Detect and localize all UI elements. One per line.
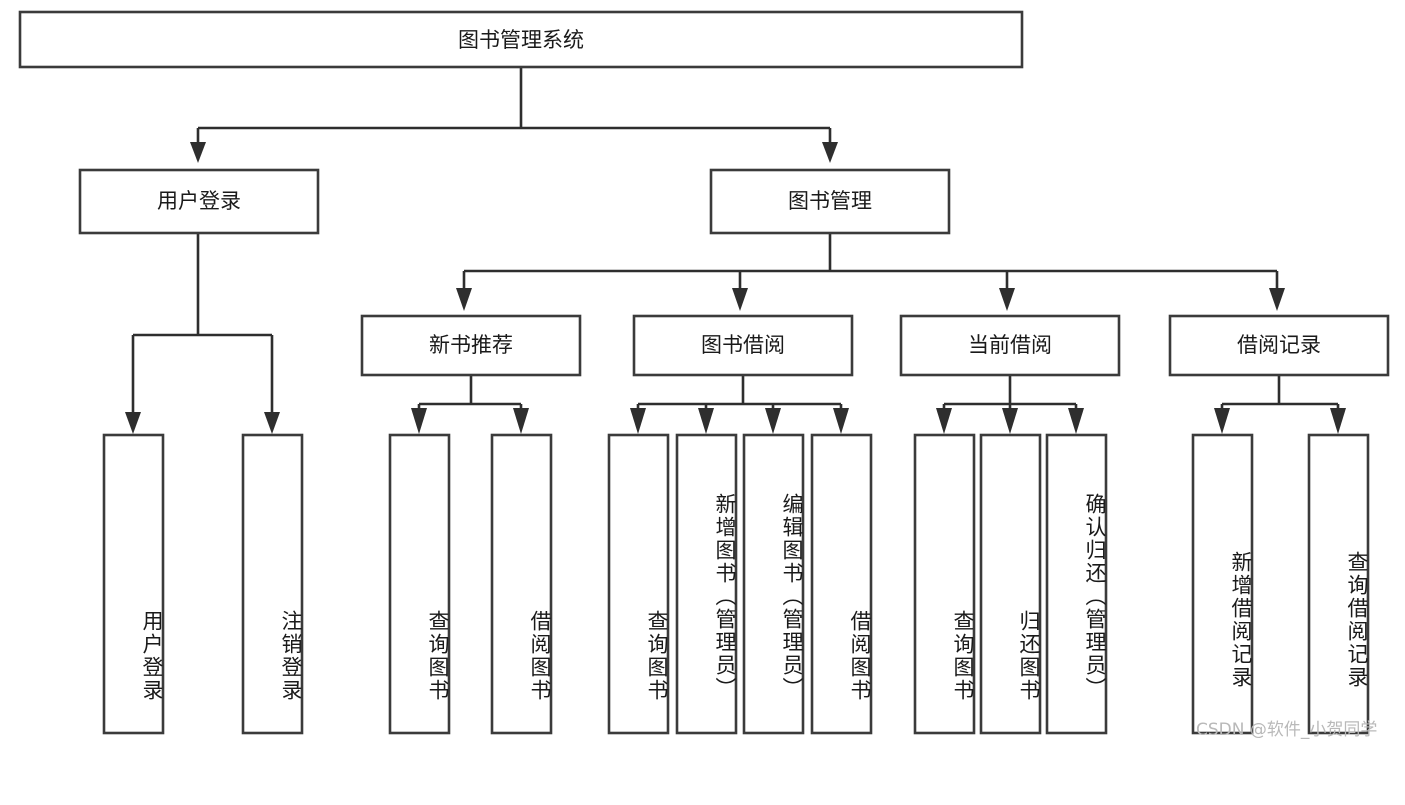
connector-group-current-borrow xyxy=(936,375,1084,434)
arrow-head-bb-leaf-3 xyxy=(765,408,781,434)
connector-group-new-book xyxy=(411,375,529,434)
arrow-head-cb-leaf-2 xyxy=(1002,408,1018,434)
node-root[interactable]: 图书管理系统 xyxy=(18,10,1024,69)
leaf-box-current-borrow-3[interactable] xyxy=(1045,433,1108,735)
connector-group-user-login xyxy=(125,233,280,434)
leaf-box-current-borrow-1[interactable] xyxy=(913,433,976,735)
leaf-box-book-borrow-1[interactable] xyxy=(607,433,670,735)
node-borrow-record-box[interactable] xyxy=(1168,314,1390,377)
leaf-box-new-book-1[interactable] xyxy=(388,433,451,735)
node-root-label: 图书管理系统 xyxy=(458,28,584,52)
node-book-borrow[interactable]: 图书借阅 xyxy=(632,314,854,377)
leaf-box-book-borrow-3[interactable] xyxy=(742,433,805,735)
leaf-box-new-book-2[interactable] xyxy=(490,433,553,735)
node-new-book-recommend[interactable]: 新书推荐 xyxy=(360,314,582,377)
leaf-boxes-group xyxy=(102,433,1370,735)
arrow-head-br-leaf-2 xyxy=(1330,408,1346,434)
node-book-borrow-box[interactable] xyxy=(632,314,854,377)
arrow-head-bm-to-current-borrow xyxy=(999,288,1015,311)
leaf-box-borrow-record-2[interactable] xyxy=(1307,433,1370,735)
node-new-book-recommend-label: 新书推荐 xyxy=(429,333,513,357)
node-borrow-record-label: 借阅记录 xyxy=(1237,333,1321,357)
leaf-box-book-borrow-2[interactable] xyxy=(675,433,738,735)
node-user-login-label: 用户登录 xyxy=(157,189,241,213)
node-book-borrow-label: 图书借阅 xyxy=(701,333,785,357)
leaf-box-user-login-2[interactable] xyxy=(241,433,304,735)
node-book-manage-label: 图书管理 xyxy=(788,189,872,213)
node-new-book-recommend-box[interactable] xyxy=(360,314,582,377)
connector-group-book-borrow xyxy=(630,375,849,434)
node-book-manage-box[interactable] xyxy=(709,168,951,235)
arrow-head-user-login-leaf-1 xyxy=(125,412,141,434)
arrow-head-br-leaf-1 xyxy=(1214,408,1230,434)
arrow-head-bm-to-borrow-record xyxy=(1269,288,1285,311)
node-current-borrow-label: 当前借阅 xyxy=(968,333,1052,357)
arrow-head-bb-leaf-2 xyxy=(698,408,714,434)
csdn-watermark: CSDN @软件_小贺同学 xyxy=(1196,720,1378,740)
node-current-borrow[interactable]: 当前借阅 xyxy=(899,314,1121,377)
diagram-canvas-root: 图书管理系统 用户登录 图书管理 新书推荐 图书借阅 当前借阅 借阅记录 xyxy=(18,10,1390,740)
arrow-head-root-to-user-login xyxy=(190,142,206,163)
arrow-head-bm-to-book-borrow xyxy=(732,288,748,311)
leaf-box-borrow-record-1[interactable] xyxy=(1191,433,1254,735)
arrow-head-nb-leaf-1 xyxy=(411,408,427,434)
arrow-head-user-login-leaf-2 xyxy=(264,412,280,434)
leaf-box-user-login-1[interactable] xyxy=(102,433,165,735)
arrow-head-cb-leaf-3 xyxy=(1068,408,1084,434)
arrow-head-bb-leaf-1 xyxy=(630,408,646,434)
node-borrow-record[interactable]: 借阅记录 xyxy=(1168,314,1390,377)
arrow-head-cb-leaf-1 xyxy=(936,408,952,434)
node-root-box[interactable] xyxy=(18,10,1024,69)
connector-group-borrow-record xyxy=(1214,375,1346,434)
node-user-login-box[interactable] xyxy=(78,168,320,235)
connector-group-root xyxy=(190,67,838,163)
node-current-borrow-box[interactable] xyxy=(899,314,1121,377)
arrow-head-bb-leaf-4 xyxy=(833,408,849,434)
connector-group-book-manage xyxy=(456,233,1285,311)
arrow-head-nb-leaf-2 xyxy=(513,408,529,434)
leaf-box-current-borrow-2[interactable] xyxy=(979,433,1042,735)
arrow-head-bm-to-new-book xyxy=(456,288,472,311)
arrow-head-root-to-book-manage xyxy=(822,142,838,163)
node-user-login[interactable]: 用户登录 xyxy=(78,168,320,235)
node-book-manage[interactable]: 图书管理 xyxy=(709,168,951,235)
hierarchy-diagram: 图书管理系统 用户登录 图书管理 新书推荐 图书借阅 当前借阅 借阅记录 xyxy=(18,10,1390,735)
leaf-box-book-borrow-4[interactable] xyxy=(810,433,873,735)
